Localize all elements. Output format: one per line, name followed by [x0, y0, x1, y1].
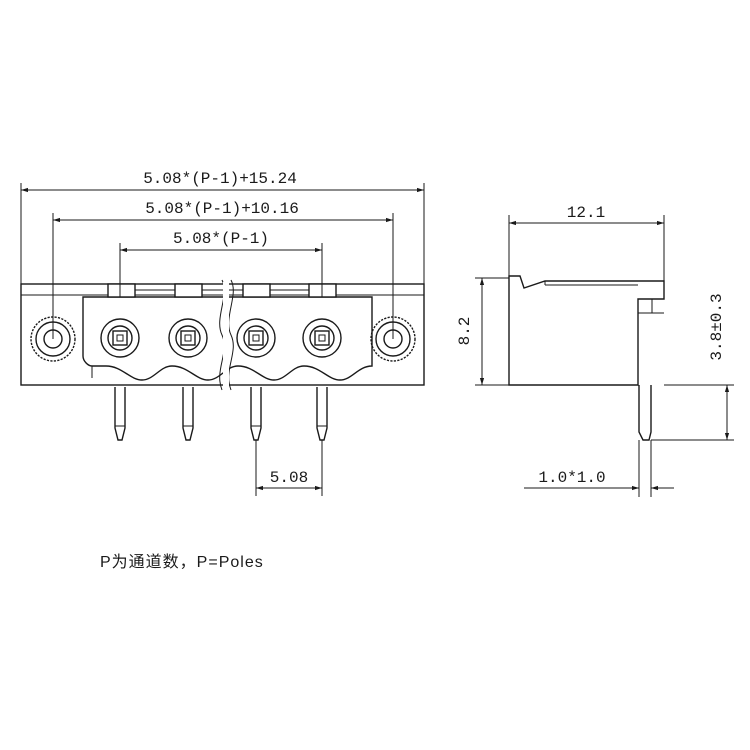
dim-pin-section-label: 1.0*1.0: [538, 469, 605, 487]
dim-mount-span-label: 5.08*(P-1)+10.16: [145, 200, 299, 218]
dim-pin-span-label: 5.08*(P-1): [173, 230, 269, 248]
dim-pitch-label: 5.08: [270, 469, 308, 487]
break-lines: [219, 279, 234, 391]
dim-side-depth-label: 12.1: [567, 204, 605, 222]
dim-side-depth: 12.1: [508, 204, 665, 281]
dim-mount-span: 5.08*(P-1)+10.16: [52, 200, 394, 339]
dim-overall-width-label: 5.08*(P-1)+15.24: [143, 170, 297, 188]
poles-note: P为通道数，P=Poles: [100, 554, 264, 571]
connector-body: [20, 283, 425, 386]
side-pin: [638, 385, 652, 441]
pin-socket-3: [236, 318, 276, 358]
pin-socket-4: [302, 318, 342, 358]
dim-pin-span: 5.08*(P-1): [119, 230, 323, 297]
pins: [114, 387, 328, 441]
dim-overall-width: 5.08*(P-1)+15.24: [20, 170, 425, 284]
dim-side-height: 8.2: [456, 277, 509, 386]
dim-pitch: 5.08: [255, 440, 323, 496]
dim-pin-length-label: 3.8±0.3: [708, 293, 726, 360]
dim-side-height-label: 8.2: [456, 317, 474, 346]
dim-pin-section: 1.0*1.0: [524, 440, 674, 497]
pin-socket-2: [168, 318, 208, 358]
side-body: [508, 275, 665, 386]
dim-pin-length: 3.8±0.3: [651, 293, 734, 441]
latch-tabs: [107, 283, 337, 298]
side-view: 12.1 8.2 3.8±0.3 1.0*1.0: [456, 204, 734, 497]
front-view: 5.08*(P-1)+15.24 5.08*(P-1)+10.16 5.08*(…: [20, 170, 425, 496]
pin-socket-1: [100, 318, 140, 358]
